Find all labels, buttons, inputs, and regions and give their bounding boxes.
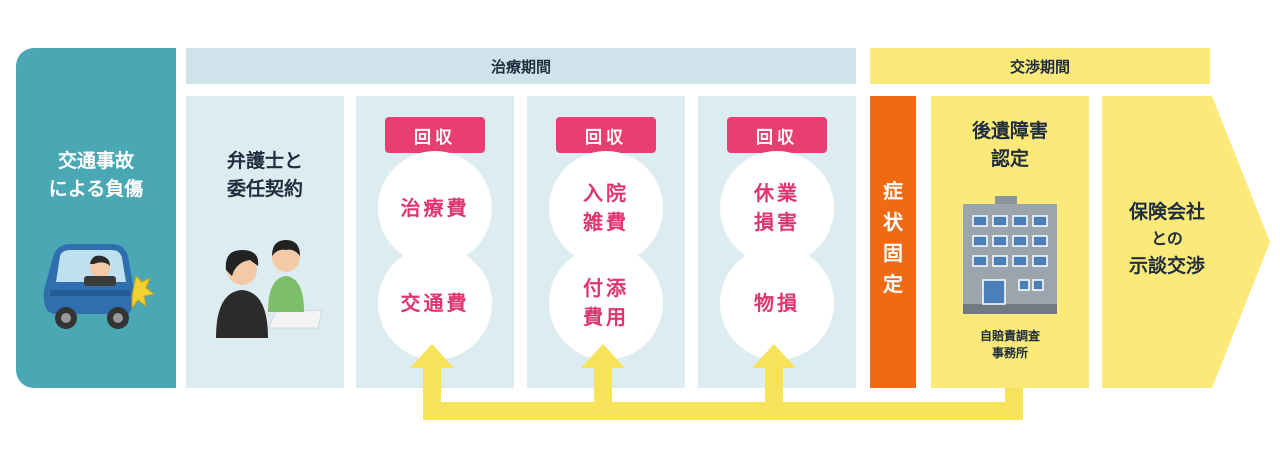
recover-tag-2: 回収 bbox=[556, 117, 656, 161]
office-name: 自賠責調査 事務所 bbox=[979, 329, 1040, 361]
recovery-flow-riser-1 bbox=[423, 366, 441, 406]
disability-label: 後遺障害 認定 bbox=[971, 120, 1048, 170]
car-accident-illustration bbox=[43, 244, 156, 329]
recover-tag-1: 回収 bbox=[385, 117, 485, 161]
treatment-period-band: 治療期間 bbox=[186, 48, 856, 84]
symptom-fixed-bar bbox=[870, 96, 916, 388]
settlement-arrow-shape bbox=[1102, 96, 1270, 388]
symptom-fixed-label: 症 状 固 定 bbox=[883, 179, 903, 296]
attendant-costs-circle: 付添費用 bbox=[549, 246, 663, 360]
settlement-label: 保険会社 との 示談交渉 bbox=[1128, 201, 1205, 278]
up-arrow-icon-2 bbox=[581, 344, 625, 368]
up-arrow-icon-1 bbox=[410, 344, 454, 368]
accident-panel bbox=[16, 48, 176, 388]
recovery-flow-riser-source bbox=[1005, 388, 1023, 420]
property-damage-circle: 物損 bbox=[720, 246, 834, 360]
recover-tag-3: 回収 bbox=[727, 117, 827, 161]
up-arrow-icon-3 bbox=[752, 344, 796, 368]
transport-costs-circle: 交通費 bbox=[378, 246, 492, 360]
recovery-flow-riser-2 bbox=[594, 366, 612, 406]
lawyer-label: 弁護士と 委任契約 bbox=[226, 150, 303, 200]
recovery-flow-horizontal bbox=[423, 402, 1023, 420]
negotiation-period-band: 交渉期間 bbox=[870, 48, 1210, 84]
lawyer-column bbox=[186, 96, 344, 388]
office-building-icon bbox=[963, 196, 1057, 314]
consultation-illustration bbox=[216, 240, 323, 338]
accident-label: 交通事故 による負傷 bbox=[48, 150, 144, 200]
recovery-flow-riser-3 bbox=[765, 366, 783, 406]
medical-expenses-circle: 治療費 bbox=[378, 151, 492, 265]
